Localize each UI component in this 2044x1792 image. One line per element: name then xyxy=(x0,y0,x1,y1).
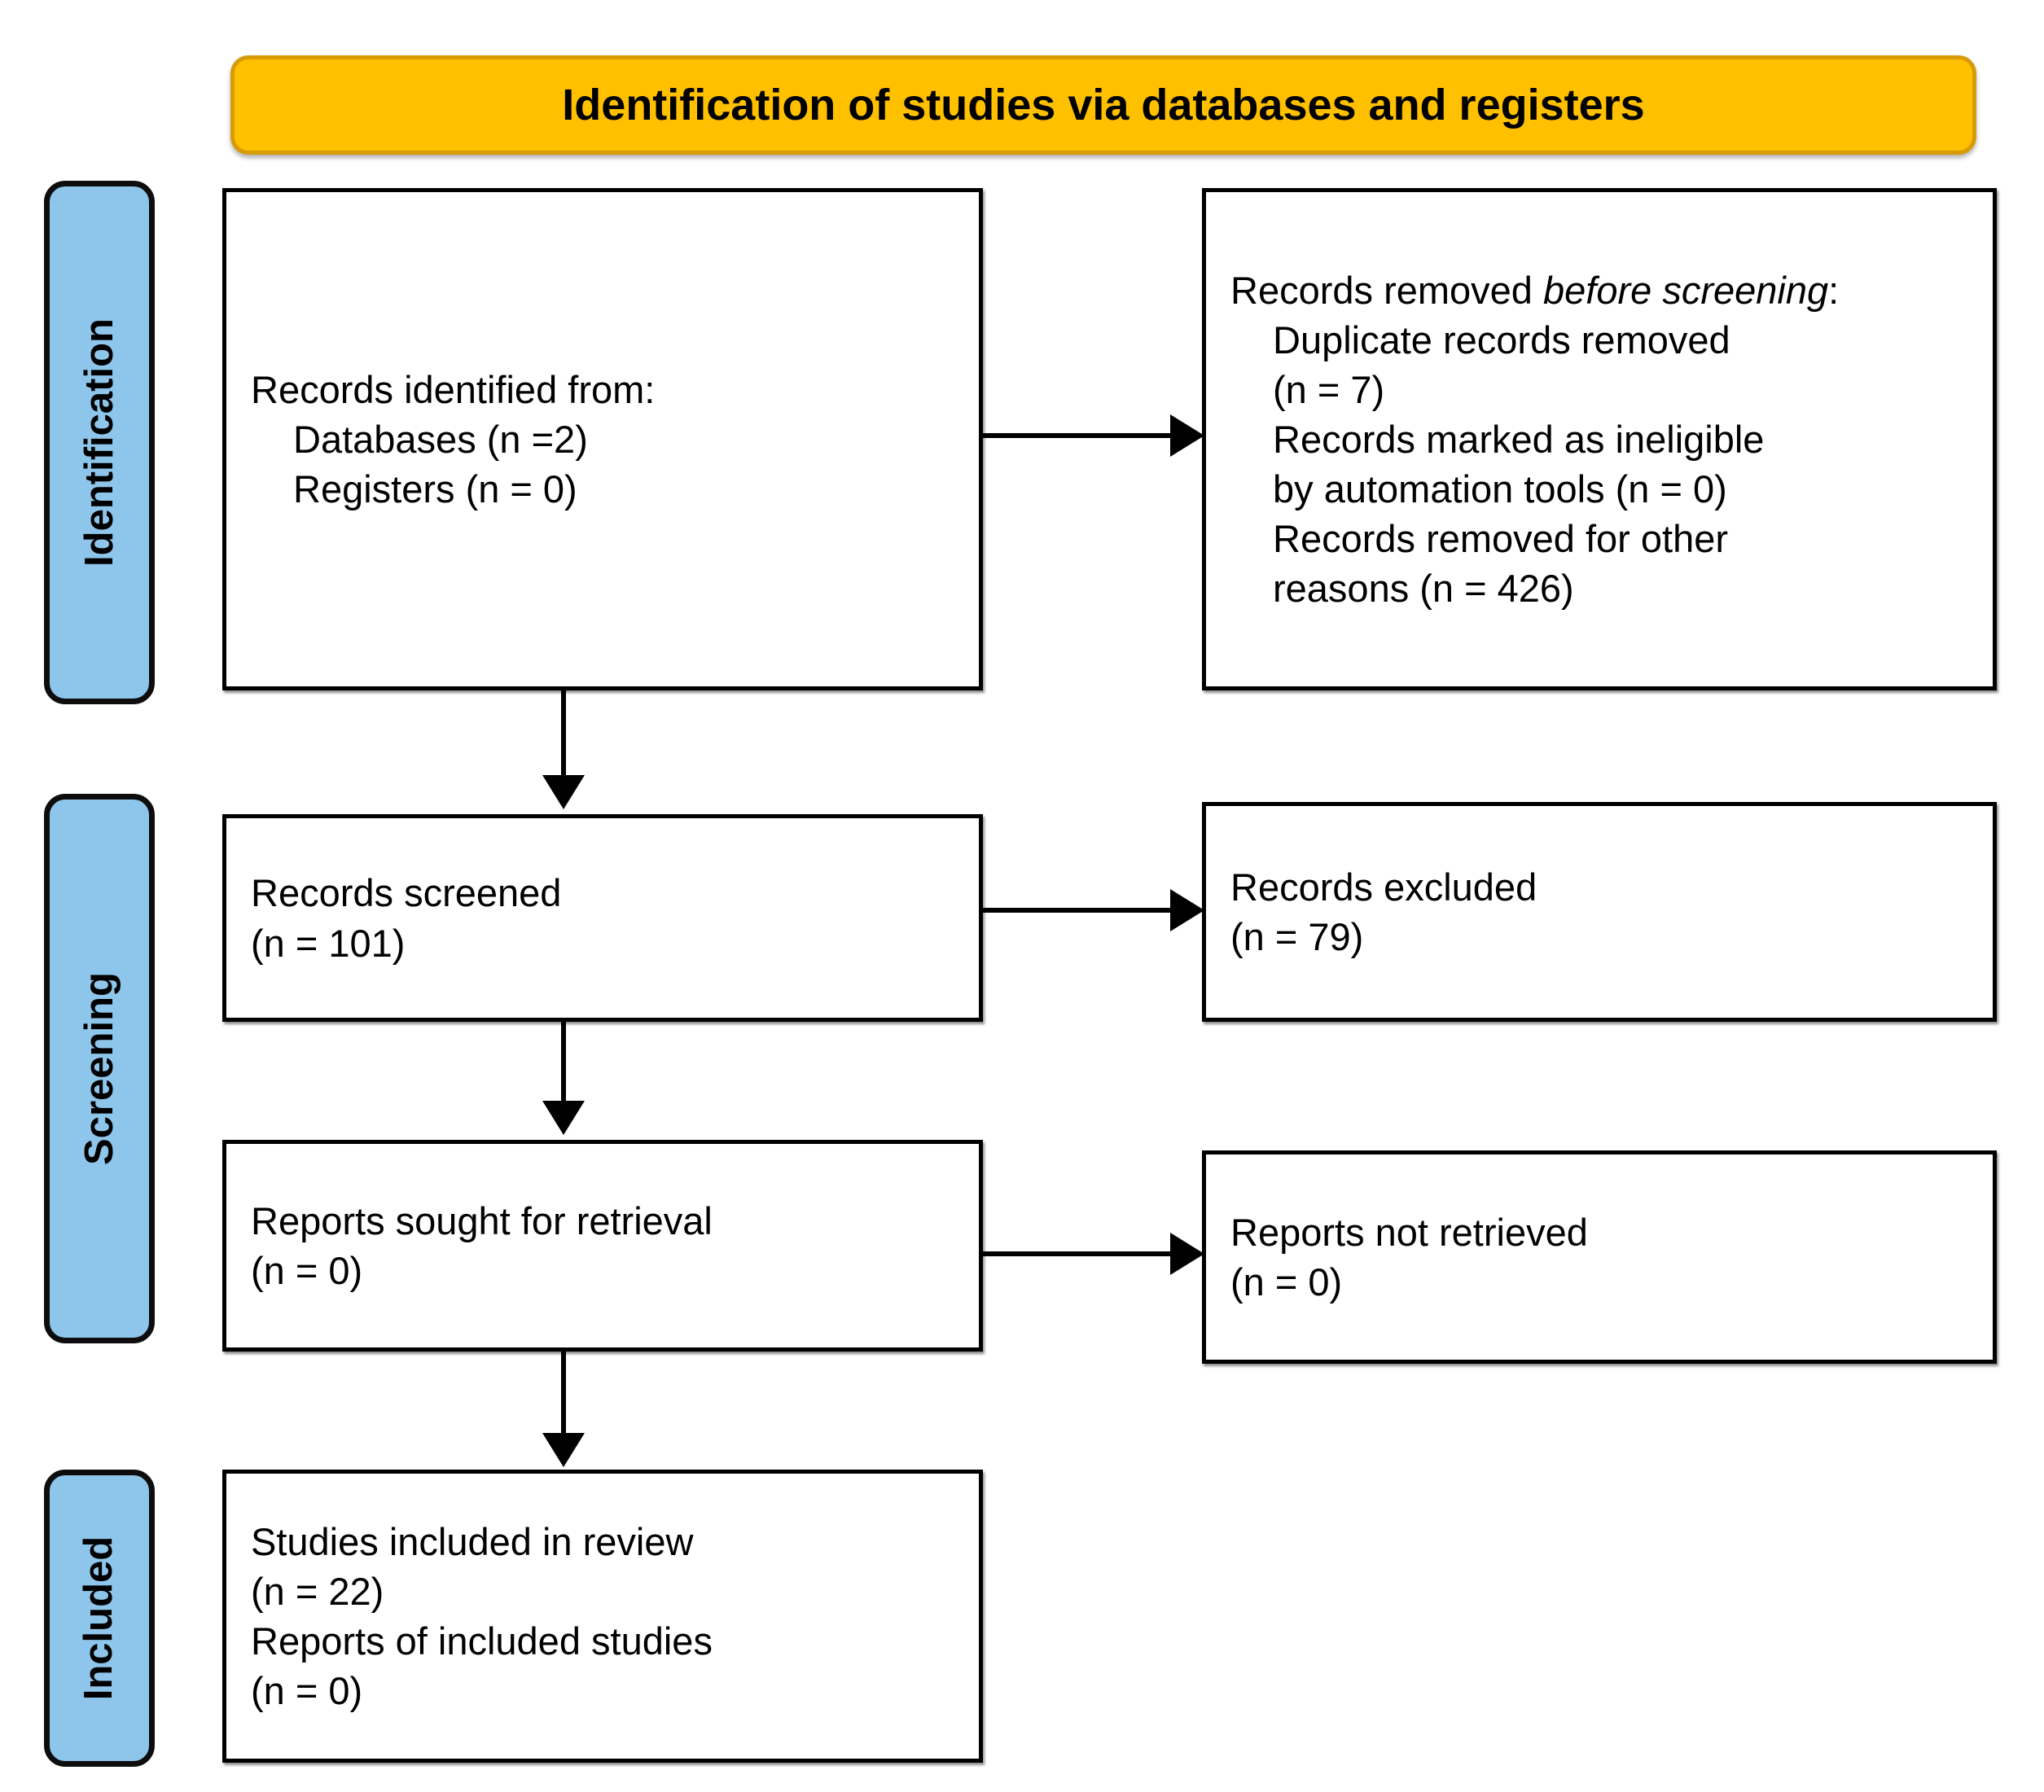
box-records-removed-line6: reasons (n = 426) xyxy=(1230,563,1968,613)
box-reports-sought-line1: Reports sought for retrieval xyxy=(251,1198,713,1242)
phase-label-identification: Identification xyxy=(44,181,155,704)
connector-screened-to-sought-line xyxy=(561,1022,566,1114)
box-studies-included-line4: (n = 0) xyxy=(251,1669,363,1713)
box-records-screened-line1: Records screened xyxy=(251,871,562,915)
box-records-removed-before-screening: Records removed before screening: Duplic… xyxy=(1202,188,1997,690)
phase-label-identification-text: Identification xyxy=(77,318,121,567)
box-records-identified-line1: Records identified from: xyxy=(251,367,656,411)
box-records-removed-other-label: Records removed for other xyxy=(1273,517,1729,561)
box-records-identified: Records identified from: Databases (n =2… xyxy=(222,188,983,690)
connector-screened-to-excluded-arrowhead-icon xyxy=(1170,889,1204,931)
phase-label-screening: Screening xyxy=(44,794,155,1343)
box-records-identified-line2: Databases (n =2) xyxy=(251,414,954,464)
box-reports-not-retrieved-line2: (n = 0) xyxy=(1230,1260,1343,1303)
box-records-removed-line5: Records removed for other xyxy=(1230,514,1968,563)
connector-identified-to-removed-line xyxy=(983,433,1186,438)
box-records-identified-line3: Registers (n = 0) xyxy=(251,464,954,514)
box-reports-not-retrieved: Reports not retrieved (n = 0) xyxy=(1202,1150,1997,1364)
box-records-removed-automation-count: by automation tools (n = 0) xyxy=(1273,467,1727,511)
box-records-removed-duplicates-label: Duplicate records removed xyxy=(1273,318,1730,361)
box-reports-sought-line2: (n = 0) xyxy=(251,1249,363,1292)
box-studies-included: Studies included in review (n = 22) Repo… xyxy=(222,1470,983,1763)
box-records-removed-duplicates-count: (n = 7) xyxy=(1273,367,1385,411)
box-records-screened: Records screened (n = 101) xyxy=(222,814,983,1022)
connector-sought-to-not-retrieved-line xyxy=(983,1251,1186,1256)
phase-label-screening-text: Screening xyxy=(77,972,121,1165)
box-records-removed-other-count: reasons (n = 426) xyxy=(1273,567,1574,611)
connector-screened-to-sought-arrowhead-icon xyxy=(542,1101,585,1135)
box-records-removed-heading-italic-screening: screening xyxy=(1662,268,1829,312)
box-reports-sought-for-retrieval: Reports sought for retrieval (n = 0) xyxy=(222,1140,983,1352)
connector-identified-to-screened-line xyxy=(561,690,566,788)
box-records-excluded-line2: (n = 79) xyxy=(1230,915,1364,958)
box-records-removed-line4: by automation tools (n = 0) xyxy=(1230,464,1968,514)
box-records-excluded-line1: Records excluded xyxy=(1230,865,1537,909)
connector-sought-to-not-retrieved-arrowhead-icon xyxy=(1170,1233,1204,1275)
box-records-removed-ineligible-label: Records marked as ineligible xyxy=(1273,417,1765,461)
box-records-removed-heading-plain: Records removed xyxy=(1230,268,1543,312)
box-records-removed-heading: Records removed before screening: xyxy=(1230,265,1968,315)
connector-identified-to-removed-arrowhead-icon xyxy=(1170,414,1204,457)
connector-identified-to-screened-arrowhead-icon xyxy=(542,775,585,809)
box-records-identified-databases: Databases (n =2) xyxy=(293,417,588,461)
box-records-excluded: Records excluded (n = 79) xyxy=(1202,802,1997,1022)
box-records-removed-line2: (n = 7) xyxy=(1230,365,1968,414)
box-studies-included-line2: (n = 22) xyxy=(251,1569,384,1613)
connector-sought-to-included-arrowhead-icon xyxy=(542,1433,585,1467)
box-studies-included-line1: Studies included in review xyxy=(251,1519,694,1563)
box-records-removed-heading-italic-before: before xyxy=(1543,268,1652,312)
phase-label-included-text: Included xyxy=(77,1536,121,1701)
phase-label-included: Included xyxy=(44,1470,155,1767)
box-records-identified-registers: Registers (n = 0) xyxy=(293,467,577,511)
connector-screened-to-excluded-line xyxy=(983,908,1186,913)
box-records-removed-heading-colon: : xyxy=(1828,268,1840,312)
box-records-removed-line3: Records marked as ineligible xyxy=(1230,414,1968,464)
box-reports-not-retrieved-line1: Reports not retrieved xyxy=(1230,1210,1588,1254)
box-studies-included-line3: Reports of included studies xyxy=(251,1619,713,1663)
diagram-header-banner: Identification of studies via databases … xyxy=(230,55,1976,155)
diagram-title: Identification of studies via databases … xyxy=(562,81,1645,129)
connector-sought-to-included-line xyxy=(561,1352,566,1448)
box-records-screened-line2: (n = 101) xyxy=(251,921,406,965)
box-records-removed-line1: Duplicate records removed xyxy=(1230,315,1968,365)
